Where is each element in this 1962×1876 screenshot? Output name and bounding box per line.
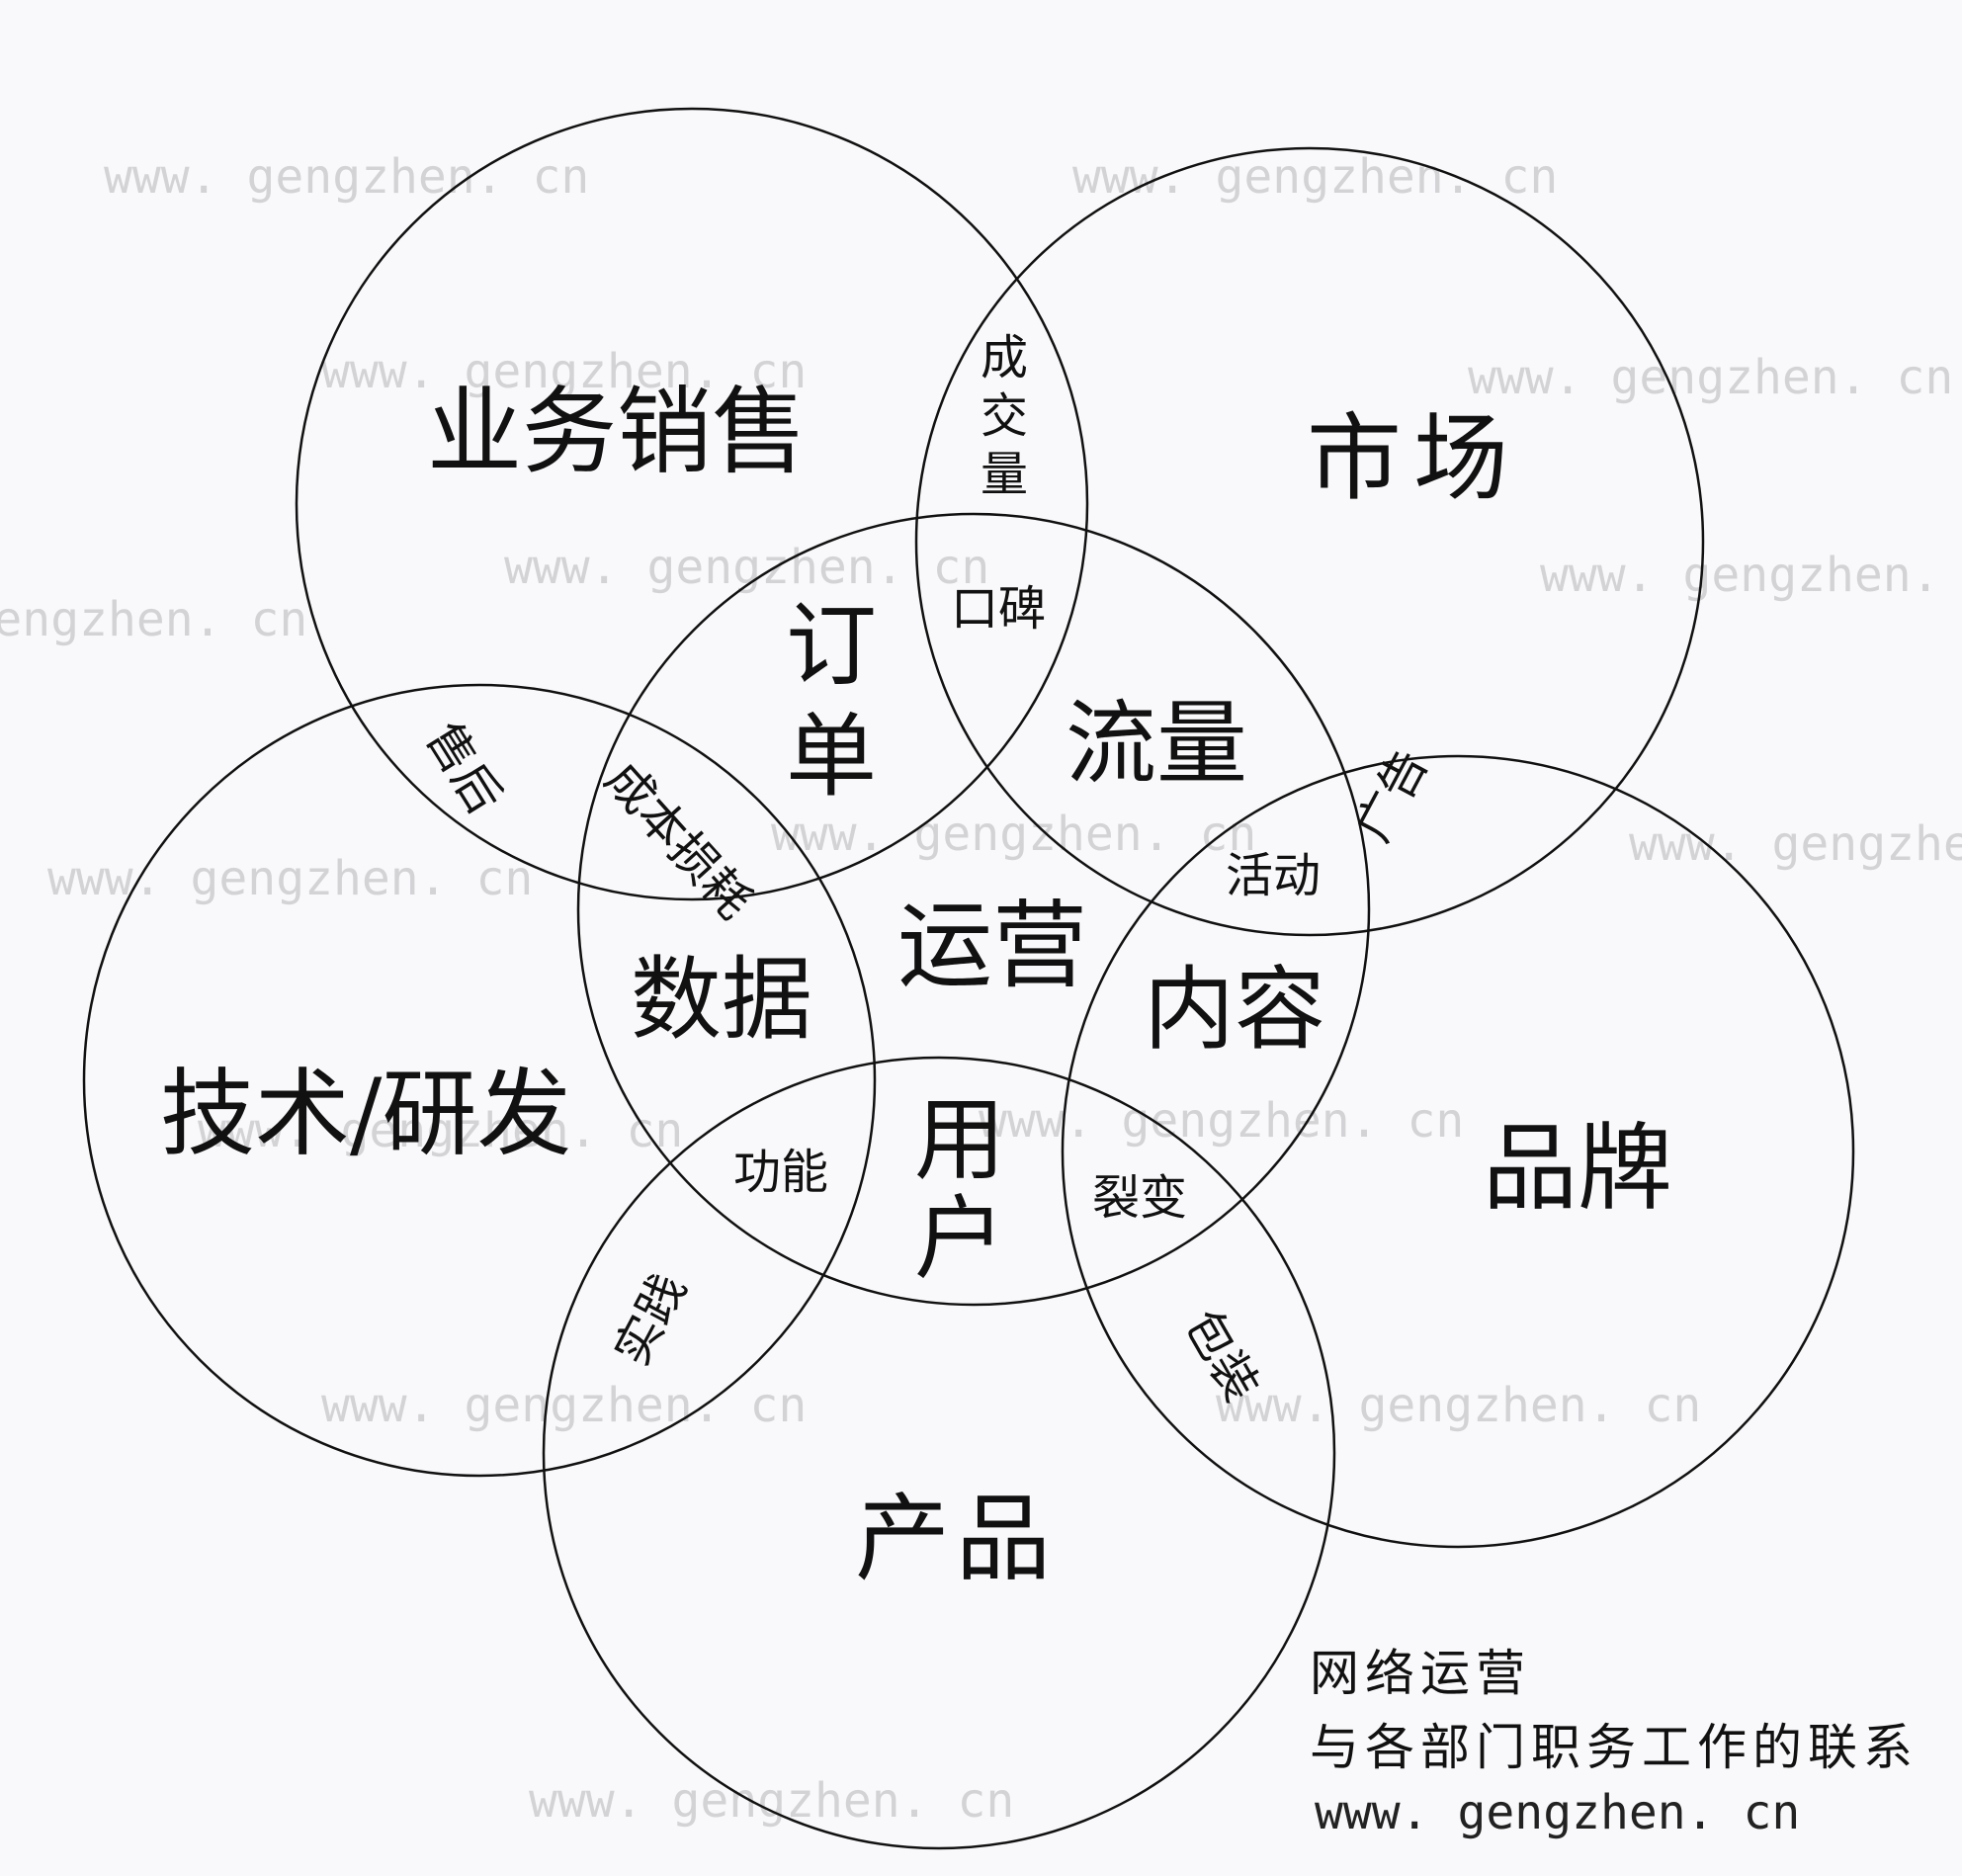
label-word-of-mouth: 口碑 (951, 581, 1046, 637)
label-product: 产品 (855, 1484, 1057, 1594)
label-deal-volume-1: 成 (981, 330, 1028, 385)
label-order-2: 单 (786, 704, 877, 810)
label-content: 内容 (1144, 957, 1325, 1063)
label-user-2: 户 (914, 1186, 1005, 1292)
label-operations: 运营 (897, 891, 1087, 1001)
caption-line2: 与各部门职务工作的联系 (1310, 1719, 1919, 1776)
label-sales: 业务销售 (427, 377, 807, 487)
watermark: www. gengzhen. cn (104, 149, 589, 205)
watermark: www. gengzhen. cn (771, 807, 1256, 862)
label-order-1: 订 (786, 593, 877, 699)
watermark: www. gengzhen. cn (1216, 1378, 1701, 1433)
circle-sales (295, 107, 1089, 901)
watermark: www. gengzhen. cn (47, 851, 533, 906)
label-function: 功能 (733, 1145, 828, 1200)
label-brand: 品牌 (1483, 1113, 1672, 1224)
label-deal-volume-2: 交 (981, 388, 1028, 444)
watermark: www. gengzhen. cn (979, 1093, 1464, 1149)
watermark: www. gengzhen. cn (198, 1103, 683, 1158)
label-implementation: 实践 (604, 1265, 698, 1375)
watermark: www. gengzhen. cn (529, 1773, 1014, 1829)
label-market: 市场 (1307, 403, 1520, 514)
label-cost-loss: 成本损耗 (594, 752, 762, 930)
circle-market (914, 146, 1705, 937)
watermark: www. gengzhen. cn (1468, 350, 1953, 405)
caption-line1: 网络运营 (1310, 1645, 1531, 1702)
caption-url: www. gengzhen. cn (1315, 1785, 1800, 1840)
watermark: www. gengzhen. cn (0, 592, 307, 647)
watermark: www. gengzhen. cn (1629, 816, 1962, 872)
label-user-1: 用 (914, 1087, 1005, 1193)
label-data: 数据 (631, 947, 812, 1053)
watermark: www. gengzhen. cn (321, 344, 807, 399)
watermark: www. gengzhen. cn (321, 1378, 807, 1433)
circle-operations (576, 512, 1371, 1307)
label-fission: 裂变 (1092, 1170, 1187, 1226)
circle-product (542, 1056, 1336, 1850)
label-tech: 技术/研发 (160, 1059, 571, 1169)
watermark: www. gengzhen. cn (1540, 548, 1962, 603)
label-after-sales: 售后 (415, 714, 512, 823)
label-traffic: 流量 (1066, 691, 1247, 797)
label-deal-volume-3: 量 (981, 447, 1028, 502)
label-activity: 活动 (1226, 848, 1321, 903)
watermark: www. gengzhen. cn (1072, 149, 1558, 205)
circle-tech (82, 683, 877, 1478)
circle-brand (1061, 754, 1855, 1549)
